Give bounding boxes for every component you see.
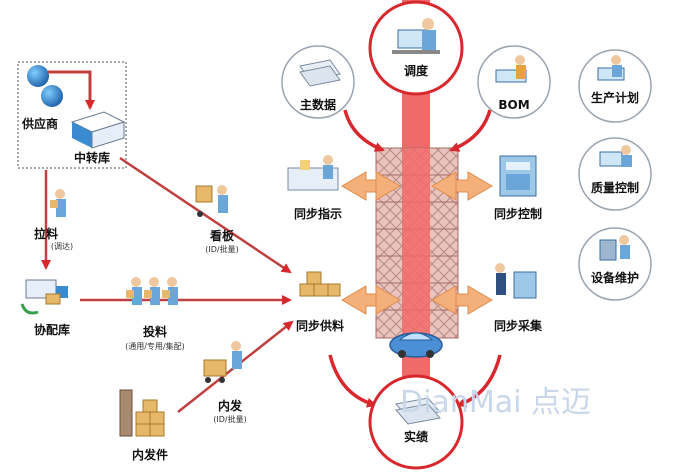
- parts-stack-icon: [119, 389, 165, 437]
- quality-control-label: 质量控制: [591, 180, 639, 195]
- sync-instruction-icon: [287, 155, 339, 191]
- warehouse-icon: [70, 111, 126, 149]
- internal-issue-parts-label: 内发件: [132, 447, 168, 462]
- document-stack-icon-2: [299, 59, 341, 87]
- car-icon: [389, 332, 443, 358]
- internal-issue-sub-label: (ID/批量): [213, 414, 246, 424]
- production-plan-circle: [578, 49, 652, 123]
- quality-control-circle: [578, 137, 652, 211]
- supplier-label: 供应商: [21, 116, 58, 131]
- worker-carrying-icon: [50, 189, 66, 217]
- production-plan-label: 生产计划: [591, 90, 639, 105]
- watermark: DianMai 点迈: [400, 385, 591, 420]
- curve-arrow-master-data: [343, 109, 385, 152]
- dispatch-person-icon: [392, 18, 440, 54]
- master-data-label: 主数据: [300, 97, 336, 112]
- transfer-warehouse-label: 中转库: [74, 150, 110, 165]
- engineer-desk-icon: [495, 55, 527, 83]
- curve-arrow-right: [456, 354, 502, 408]
- dispatch-label: 调度: [404, 63, 429, 78]
- sync-control-label: 同步控制: [494, 206, 542, 221]
- coop-warehouse-label: 协配库: [34, 322, 70, 337]
- curve-arrow-left: [328, 354, 377, 408]
- arrow-left-inner-1: [375, 171, 401, 201]
- equipment-maintenance-circle: [578, 227, 652, 301]
- curve-arrow-bom: [449, 109, 492, 152]
- box-pile-icon: [299, 271, 341, 297]
- kanban-sub-label: (ID/批量): [205, 244, 238, 254]
- transfer-to-supply-arrow: [119, 156, 292, 274]
- pull-sub-label: (调达): [51, 241, 73, 251]
- globe-icon-2: [41, 85, 63, 107]
- arrow-to-sync-supply: [341, 285, 377, 315]
- sync-collection-label: 同步采集: [494, 318, 543, 333]
- arrow-to-sync-control: [455, 171, 493, 201]
- scanner-worker-icon: [495, 263, 537, 299]
- globe-icon: [27, 65, 49, 87]
- arrow-left-inner-2: [375, 285, 401, 315]
- maintenance-worker-icon: [599, 235, 630, 261]
- sync-instruction-label: 同步指示: [294, 206, 342, 221]
- supplier-to-transfer-arrow: [48, 70, 95, 110]
- internal-issue-label: 内发: [218, 398, 243, 413]
- orange-arrows: [341, 171, 493, 315]
- worker-group-icon: [126, 277, 178, 305]
- arrow-to-sync-collection: [455, 285, 493, 315]
- arrow-to-sync-instruction: [341, 171, 377, 201]
- bom-label: BOM: [498, 98, 529, 112]
- hand-truck-worker-icon: [195, 185, 228, 217]
- sync-supply-label: 同步供料: [296, 318, 344, 333]
- delivery-truck-icon: [20, 279, 68, 315]
- document-stack-icon: [395, 397, 441, 425]
- equipment-maintenance-label: 设备维护: [591, 270, 639, 285]
- band-over-bricks: [402, 148, 430, 338]
- feed-sub-label: (通用/专用/集配): [125, 341, 185, 351]
- planner-icon: [597, 55, 625, 81]
- kanban-label: 看板: [210, 228, 235, 243]
- feed-label: 投料: [143, 324, 167, 339]
- pull-label: 拉料: [34, 226, 58, 241]
- performance-label: 实绩: [404, 429, 428, 444]
- cart-worker-icon: [203, 341, 242, 383]
- control-cabinet-icon: [499, 155, 537, 197]
- inspector-icon: [599, 145, 632, 167]
